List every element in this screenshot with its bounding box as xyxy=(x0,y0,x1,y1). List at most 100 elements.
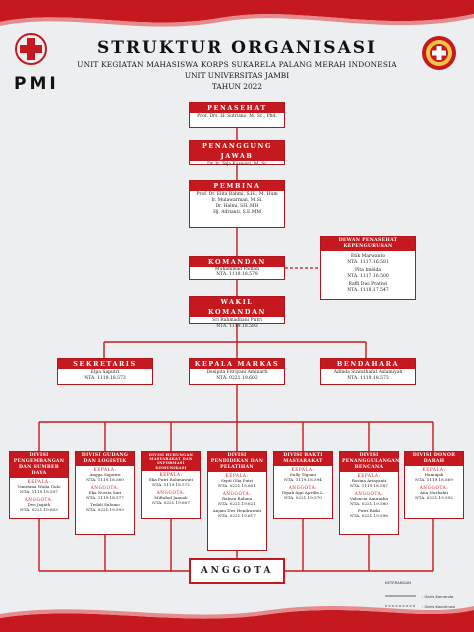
sekretaris-box: SEKRETARIS Elpa Saputri NTA. 1119.18.573 xyxy=(57,358,153,385)
legend: KETERANGAN : Garis Komando : Garis Koord… xyxy=(385,580,455,609)
wakil-komandan-box: WAKIL KOMANDAN Sri Rahmadhani Putri NTA.… xyxy=(189,296,285,329)
pembina-title: PEMBINA xyxy=(190,181,284,191)
bendahara-nta: NTA. 1119.18.573 xyxy=(347,376,389,381)
kepala-markas-box: KEPALA MARKAS Desipita Fitriyani Aminart… xyxy=(189,358,285,385)
kepala-nta: NTA. 1119.18.569 xyxy=(415,477,453,482)
legend-title: KETERANGAN xyxy=(385,580,411,585)
pembina-box: PEMBINA Prof. Dr. Elita Rahmi, S.H., M. … xyxy=(189,180,285,228)
subtitle-line-2: UNIT UNIVERSITAS JAMBI xyxy=(184,71,290,80)
division-title: DIVISI PENANGGULANGAN BENCANA xyxy=(340,452,400,472)
penanggung-jawab-title: PENANGGUNG JAWAB xyxy=(190,141,284,161)
red-cross-logo xyxy=(15,33,47,65)
anggota-name: Anjani Dwi Hendrawati xyxy=(212,508,262,513)
kepala-name: Rosina Ariayanti xyxy=(351,478,387,483)
kepala-label: KEPALA: xyxy=(93,467,117,472)
header: PMI STRUKTUR ORGANISASI UNIT KEGIATAN MA… xyxy=(0,0,474,100)
kepala-label: KEPALA: xyxy=(159,471,183,477)
anggota-nta: NTA. 0221.19.596 xyxy=(350,513,388,518)
dewan-penasehat-box: DEWAN PENASEHAT KEPENGURUSAN Etik Marwan… xyxy=(320,236,416,300)
division-box: DIVISI PENGEMBANGAN DAN SUMBER DAYA KEPA… xyxy=(9,451,69,519)
penasehat-name: Prof. Drs. H. Sutrisno, M. Sc., Phd. xyxy=(197,114,277,119)
sekretaris-nta: NTA. 1119.18.573 xyxy=(84,376,126,381)
penanggung-jawab-name: Dr. Ir. Teja Kaswari, M. Sc xyxy=(207,162,267,167)
page-title: STRUKTUR ORGANISASI xyxy=(96,38,377,58)
komandan-nta: NTA. 1119.18.578 xyxy=(216,272,258,278)
anggota-nta: NTA. 0221.19.592 xyxy=(415,495,453,500)
kepala-name: Angga Saputra xyxy=(89,472,121,477)
kepala-label: KEPALA: xyxy=(291,467,315,472)
division-title: DIVISI GUDANG DAN LOGISTIK xyxy=(76,452,134,466)
kepala-nta: NTA. 1119.18.572 xyxy=(152,481,190,487)
division-box: DIVISI BAKTI MASYARAKAT KEPALA: Sully Ti… xyxy=(273,451,333,519)
anggota-label: ANGGOTA: xyxy=(24,497,54,502)
anggota-label: ANGGOTA: xyxy=(419,485,449,490)
kepala-nta: NTA. 1119.18.560 xyxy=(86,477,124,482)
anggota-name: Tedali Sulomo xyxy=(90,502,120,507)
division-title: DIVISI HUBUNGAN MASYARAKAT DAN INFORMASI… xyxy=(142,452,200,471)
anggota-label: ANGGOTA: xyxy=(222,491,252,496)
anggota-name: Eka Novita Sari xyxy=(88,490,122,495)
dewan-name: Raffi Dwi Pratiwi xyxy=(348,282,388,288)
sekretaris-name: Elpa Saputri xyxy=(90,370,120,375)
kepala-markas-title: KEPALA MARKAS xyxy=(190,359,284,369)
bendahara-box: BENDAHARA Adinda Suwathafat Aslamiyah NT… xyxy=(320,358,416,385)
kepala-name: Septi Olia Putri xyxy=(220,478,254,483)
subtitle-line-3: TAHUN 2022 xyxy=(211,82,263,91)
pmi-logo-text: PMI xyxy=(14,74,59,94)
anggota-nta: NTA. 0221.19.621 xyxy=(218,501,256,506)
kepala-label: KEPALA: xyxy=(27,479,51,484)
division-title: DIVISI DONOR DARAH xyxy=(405,452,463,466)
legend-dashed-label: : Garis Koordinasi xyxy=(422,604,456,609)
division-box: DIVISI DONOR DARAH KEPALA: Hamiqah NTA. … xyxy=(404,451,464,519)
division-title: DIVISI PENGEMBANGAN DAN SUMBER DAYA xyxy=(10,452,68,478)
anggota-label: ANGGOTA: xyxy=(288,485,318,490)
kepala-name: Eka Putri Rahmawati xyxy=(148,476,194,482)
kepala-label: KEPALA: xyxy=(225,473,249,478)
legend-solid-label: : Garis Komando xyxy=(422,594,454,599)
ksr-emblem-icon xyxy=(422,36,456,70)
dewan-nta: NTA. 1117.16.581 xyxy=(347,259,389,265)
pembina-name: Prof. Dr. Elita Rahmi, S.H., M. Hum xyxy=(196,192,278,197)
division-box: DIVISI HUBUNGAN MASYARAKAT DAN INFORMASI… xyxy=(141,451,201,519)
penasehat-box: PENASEHAT Prof. Drs. H. Sutrisno, M. Sc.… xyxy=(189,102,285,128)
division-box: DIVISI GUDANG DAN LOGISTIK KEPALA: Angga… xyxy=(75,451,135,535)
bendahara-title: BENDAHARA xyxy=(321,359,415,369)
anggota-nta: NTA. 0221.19.617 xyxy=(218,513,256,518)
kepala-nta: NTA. 1119.18.587 xyxy=(350,483,388,488)
dewan-name: Pita Imelda xyxy=(354,268,382,274)
sekretaris-title: SEKRETARIS xyxy=(58,359,152,369)
wakil-komandan-title: WAKIL KOMANDAN xyxy=(190,297,284,317)
pembina-name: Ir. Mulawarman, M.Si. xyxy=(211,198,263,203)
anggota-label: ANGGOTA: xyxy=(354,491,384,496)
komandan-box: KOMANDAN Muhammad Padlan NTA. 1119.18.57… xyxy=(189,256,285,280)
division-title: DIVISI BAKTI MASYARAKAT xyxy=(274,452,332,466)
division-box: DIVISI PENDIDIKAN DAN PELATIHAN KEPALA: … xyxy=(207,451,267,551)
anggota-label: ANGGOTA: xyxy=(156,489,186,495)
anggota-name: Rabwa Rahma xyxy=(221,496,253,501)
bottom-wave-decoration xyxy=(0,606,474,632)
kepala-markas-nta: NTA. 0221.19.602 xyxy=(216,376,258,381)
dewan-nta: NTA. 1118.17.547 xyxy=(347,287,389,293)
anggota-nta: NTA. 0221.19.580 xyxy=(350,501,388,506)
kepala-nta: NTA. 1119.18.597 xyxy=(20,489,58,494)
anggota-name: Miftahul Jannah xyxy=(154,494,188,500)
komandan-title: KOMANDAN xyxy=(190,257,284,267)
anggota-box: ANGGOTA xyxy=(189,558,285,584)
anggota-nta: NTA. 1119.18.577 xyxy=(86,495,124,500)
penasehat-title: PENASEHAT xyxy=(190,103,284,113)
anggota-name: Valencia Amiratha xyxy=(349,496,388,501)
kepala-name: Hamiqah xyxy=(424,472,444,477)
kepala-nta: NTA. 1119.18.594 xyxy=(284,477,322,482)
anggota-name: Ana Nurhakti xyxy=(419,490,449,495)
komandan-name: Muhammad Padlan xyxy=(214,267,260,272)
subtitle-line-1: UNIT KEGIATAN MAHASISWA KORPS SUKARELA P… xyxy=(77,60,397,69)
anggota-nta: NTA. 0221.19.570 xyxy=(284,495,322,500)
wakil-komandan-nta: NTA. 1119.18.593 xyxy=(216,324,258,329)
top-wave-decoration xyxy=(0,0,474,27)
anggota-name: Putri Rizki xyxy=(358,508,380,513)
bendahara-name: Adinda Suwathafat Aslamiyah xyxy=(333,370,403,375)
division-title: DIVISI PENDIDIKAN DAN PELATIHAN xyxy=(208,452,266,472)
kepala-label: KEPALA: xyxy=(357,473,381,478)
dewan-nta: NTA. 1117.16.500 xyxy=(347,273,389,279)
